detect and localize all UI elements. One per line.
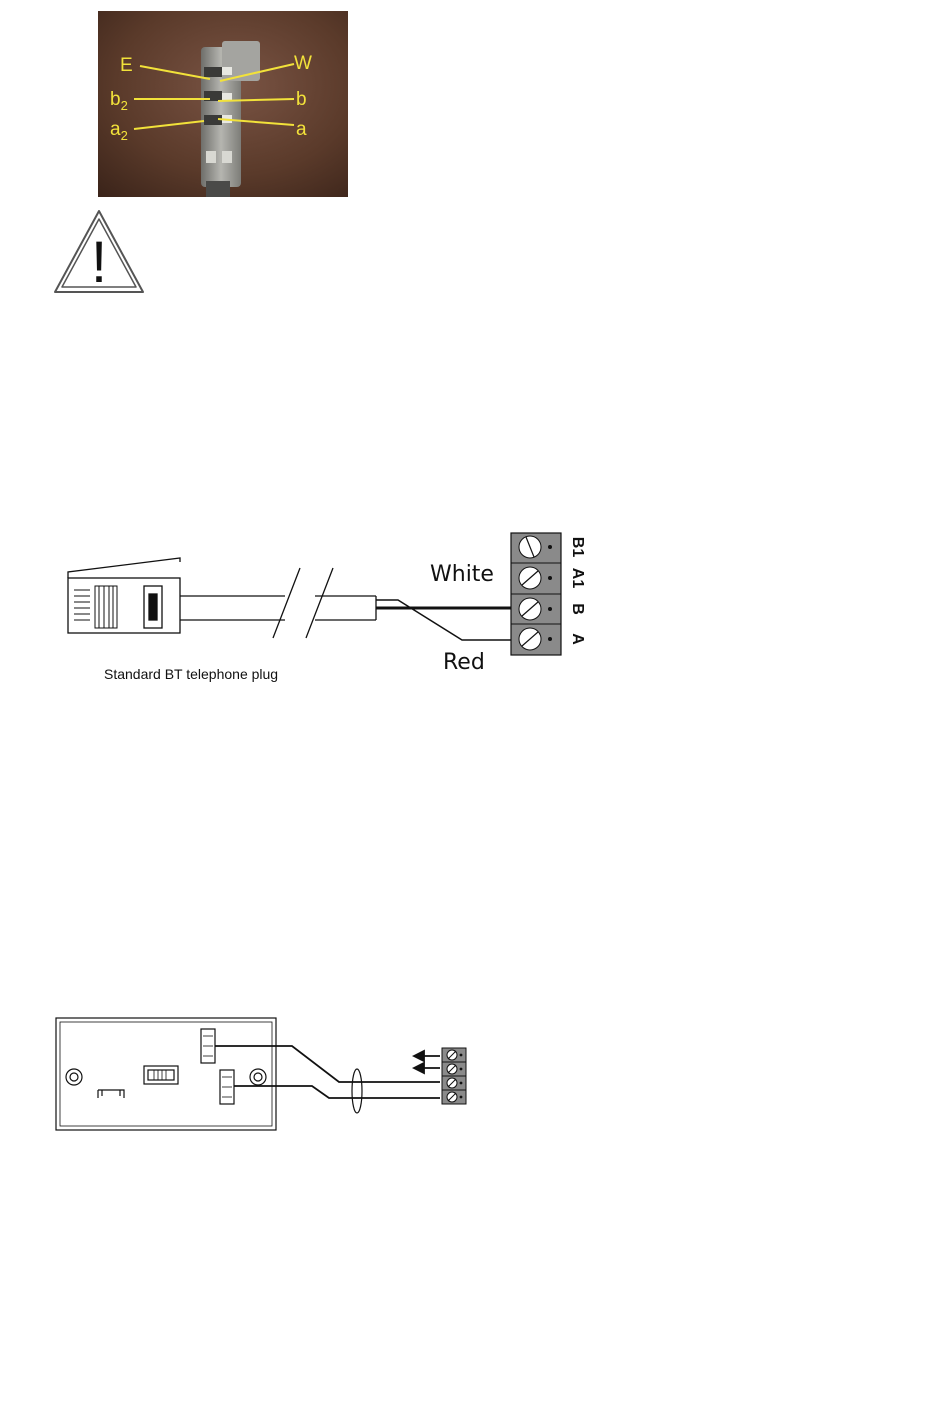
bt-plug-icon <box>68 558 180 633</box>
terminal-label-a: A <box>569 633 586 645</box>
photo-label-a: a <box>296 119 307 140</box>
photo-label-e: E <box>120 55 133 76</box>
board-terminal-block <box>442 1048 466 1104</box>
terminal-label-b1: B1 <box>569 537 586 558</box>
photo-label-b2-base: b <box>110 89 121 110</box>
warning-symbol: ! <box>91 230 107 295</box>
cable-bundle <box>352 1069 362 1113</box>
photo-label-w: W <box>294 53 312 74</box>
photo-label-a2-sub: 2 <box>121 128 128 143</box>
board-wiring-diagram <box>54 1016 474 1134</box>
photo-label-a2-base: a <box>110 119 121 140</box>
terminal-block <box>511 533 561 655</box>
terminal-label-b: B <box>569 603 586 615</box>
tae-plug-photo: E W b2 b a2 a <box>98 11 348 197</box>
board-wires <box>215 1046 440 1098</box>
wire-label-red: Red <box>443 650 485 675</box>
circuit-board <box>56 1018 276 1130</box>
photo-label-b: b <box>296 89 307 110</box>
cable <box>180 568 376 638</box>
photo-label-b2-sub: 2 <box>121 98 128 113</box>
wires <box>376 600 512 640</box>
warning-triangle-icon: ! <box>52 208 146 296</box>
terminal-label-a1: A1 <box>569 568 586 589</box>
wire-label-white: White <box>430 562 494 587</box>
plug-caption: Standard BT telephone plug <box>104 666 278 682</box>
bt-plug-wiring-diagram: B1 A1 B A White Red Standard BT telephon… <box>60 528 600 698</box>
arrows <box>414 1051 440 1073</box>
